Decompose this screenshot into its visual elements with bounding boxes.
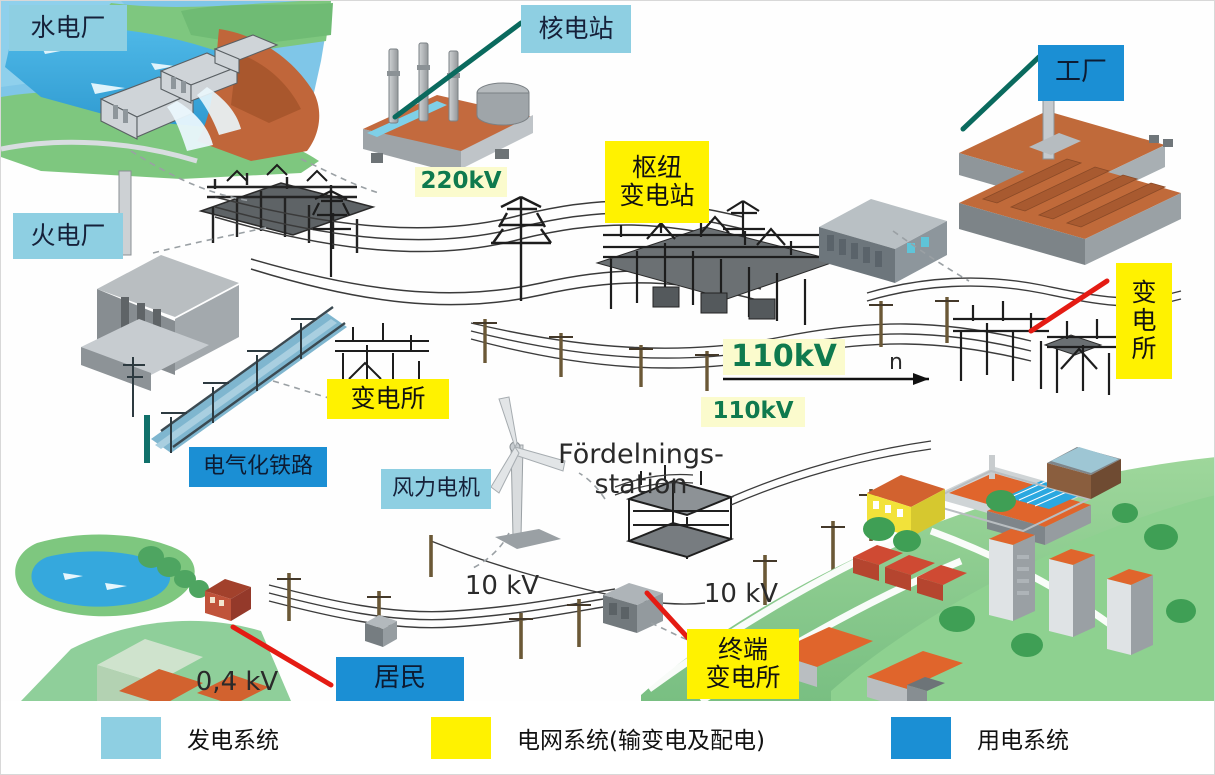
hub-substation-label: 枢纽 变电站	[605, 141, 709, 223]
electrified-rail-label: 电气化铁路	[189, 447, 327, 487]
v-04kv-label: 0,4 kV	[195, 667, 279, 698]
v-10kv-left-label: 10 kV	[464, 571, 540, 602]
electrified-railway-illustration	[123, 306, 347, 463]
hub-substation-illustration	[595, 215, 839, 325]
legend-grid-swatch	[431, 717, 491, 759]
flow-arrow	[723, 373, 929, 385]
v-110kv-sub-label: 110kV	[701, 397, 805, 427]
legend-generation-swatch	[101, 717, 161, 759]
thermal-plant-label: 火电厂	[13, 213, 123, 259]
wind-turbine-label: 风力电机	[381, 469, 491, 509]
substation-left-illustration	[335, 323, 429, 399]
terminal-substation-illustration	[603, 583, 663, 633]
legend-generation-text: 发电系统	[187, 728, 279, 754]
factory-label: 工厂	[1038, 45, 1124, 101]
nuclear-plant-illustration	[363, 42, 533, 175]
scene-illustration	[1, 1, 1214, 701]
legend-generation: 发电系统	[101, 717, 279, 759]
lattice-tower	[491, 195, 552, 301]
terminal-substation-label: 终端 变电所	[687, 629, 799, 699]
wood-pole	[287, 489, 873, 659]
red-leader-lines	[230, 278, 1110, 688]
factory-illustration	[959, 74, 1181, 265]
substation-left-label: 变电所	[327, 379, 449, 419]
lattice-tower	[312, 190, 351, 277]
distribution-kiosk	[365, 615, 397, 647]
substation-right-illustration	[953, 301, 1123, 395]
fordelnings-station-illustration	[614, 440, 932, 559]
wood-pole	[483, 297, 949, 391]
marker-n-label: n	[889, 349, 903, 375]
wind-turbine-illustration	[490, 396, 566, 549]
legend-consumption: 用电系统	[891, 717, 1069, 759]
hydro-plant-label: 水电厂	[9, 5, 127, 51]
legend-grid-text: 电网系统(输变电及配电)	[517, 728, 765, 754]
legend-consumption-swatch	[891, 717, 951, 759]
nuclear-plant-label: 核电站	[521, 5, 631, 53]
legend-grid: 电网系统(输变电及配电)	[431, 717, 765, 759]
legend-consumption-text: 用电系统	[977, 728, 1069, 754]
industrial-building	[819, 199, 947, 283]
thermal-plant-illustration	[81, 170, 239, 391]
v-220kv-label: 220kV	[415, 167, 507, 197]
teal-leader-lines	[392, 20, 1042, 132]
v-110kv-main-label: 110kV	[723, 339, 845, 375]
hydro-plant-illustration	[1, 1, 333, 179]
dashed-connectors	[130, 150, 970, 642]
rural-area-illustration	[15, 534, 291, 701]
substation-right-label: 变 电 所	[1116, 263, 1172, 379]
fordelnings-station-label: Fördelnings- station	[558, 438, 724, 500]
legend: 发电系统 电网系统(输变电及配电) 用电系统	[1, 701, 1214, 774]
residents-label: 居民	[336, 657, 464, 701]
v-10kv-right-label: 10 kV	[703, 579, 779, 610]
